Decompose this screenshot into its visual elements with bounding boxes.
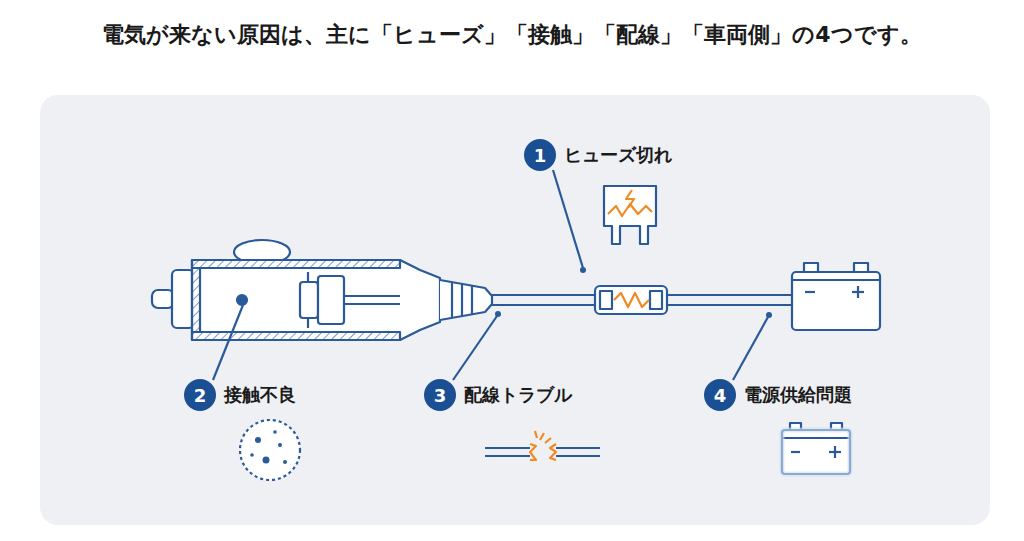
callout-label: ヒューズ切れ [564, 143, 672, 167]
callout-number: 2 [184, 379, 216, 411]
callout-number: 4 [704, 379, 736, 411]
callout: 2 接触不良 [184, 379, 296, 411]
callout-number: 3 [424, 379, 456, 411]
callout-label: 電源供給問題 [744, 383, 852, 407]
callout-label: 接触不良 [224, 383, 296, 407]
callout: 3 配線トラブル [424, 379, 572, 411]
callout-number: 1 [524, 139, 556, 171]
callout: 4 電源供給問題 [704, 379, 852, 411]
callout-label: 配線トラブル [464, 383, 572, 407]
title: 電気が来ない原因は、主に「ヒューズ」「接触」「配線」「車両側」の4つです。 [0, 20, 1024, 50]
callout: 1 ヒューズ切れ [524, 139, 672, 171]
